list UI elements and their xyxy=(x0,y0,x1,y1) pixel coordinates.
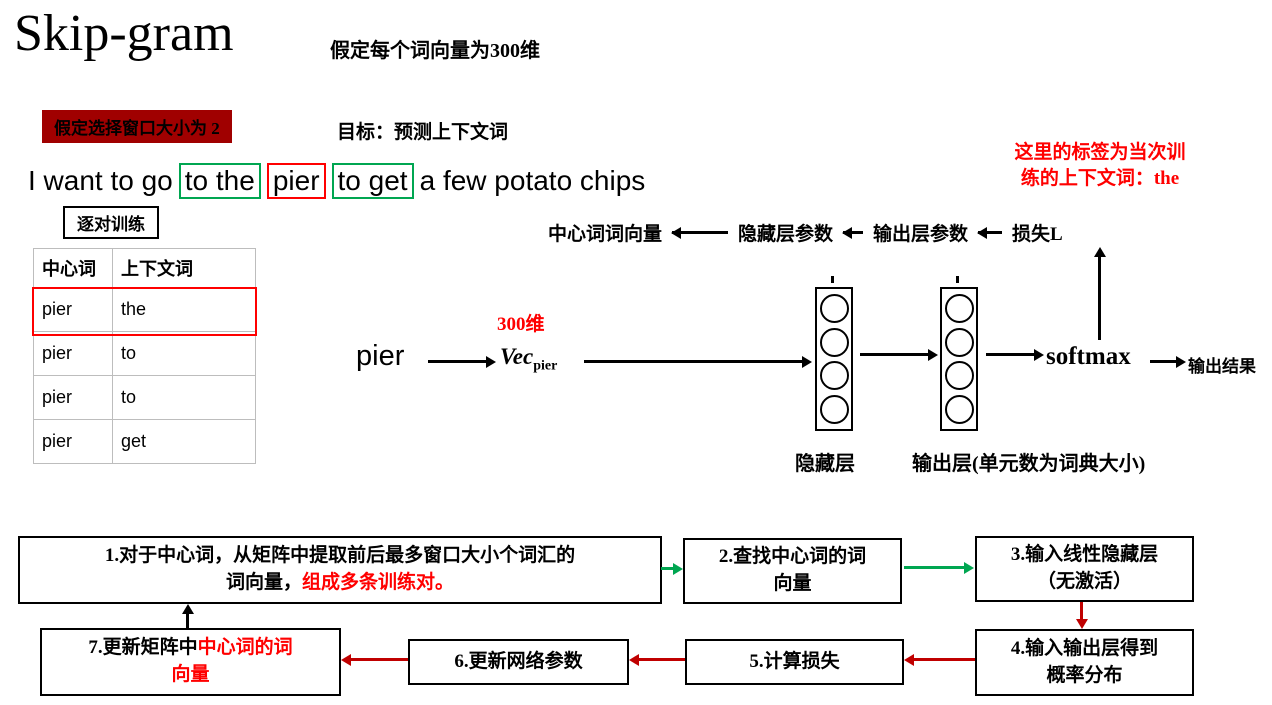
flow-step-2: 2.查找中心词的词 向量 xyxy=(683,538,902,604)
chain-item-center-vector: 中心词词向量 xyxy=(548,224,663,245)
table-row: pier to xyxy=(33,375,256,420)
training-pairs-table: 中心词 上下文词 pier the pier to pier to pier g… xyxy=(33,248,256,464)
arrow-output-to-softmax xyxy=(986,353,1034,356)
vec-subscript: pier xyxy=(533,358,558,374)
arrow-softmax-to-loss xyxy=(1098,256,1101,340)
neuron-circle xyxy=(819,327,849,357)
flow-step-7: 7.更新矩阵中中心词的词 向量 xyxy=(40,628,341,696)
vector-dim-label: 300维 xyxy=(497,314,545,335)
vec-symbol: Vec xyxy=(500,344,534,369)
arrow-step7-to-step1 xyxy=(186,613,189,628)
ellipsis-dot xyxy=(956,276,959,283)
flow-step-7-line1-red: 中心词的词 xyxy=(197,637,293,659)
flow-step-5: 5.计算损失 xyxy=(685,639,904,685)
cell-context-word: to xyxy=(112,331,256,376)
arrow-pier-to-vec xyxy=(428,360,486,363)
table-header-context-word: 上下文词 xyxy=(112,248,256,288)
arrow-vec-to-hidden xyxy=(584,360,802,363)
arrow-step6-to-step7 xyxy=(351,658,408,661)
flow-step-3: 3.输入线性隐藏层 （无激活） xyxy=(975,536,1194,602)
arrow-step5-to-step6 xyxy=(639,658,685,661)
flow-step-7-line2-red: 向量 xyxy=(171,664,210,685)
flow-step-4: 4.输入输出层得到 概率分布 xyxy=(975,629,1194,696)
neuron-circle xyxy=(944,327,974,357)
neuron-circle xyxy=(944,361,974,391)
flow-step-1-line2-red: 组成多条训练对。 xyxy=(302,572,455,593)
softmax-label: softmax xyxy=(1046,343,1131,370)
training-label-note: 这里的标签为当次训 练的上下文词：the xyxy=(972,140,1228,191)
output-layer-label: 输出层(单元数为词典大小) xyxy=(912,453,1146,475)
cell-center-word: pier xyxy=(33,331,113,376)
center-word-box: pier xyxy=(266,163,326,199)
cell-center-word: pier xyxy=(33,375,113,420)
vector-dim-subtitle: 假定每个词向量为300维 xyxy=(330,40,540,62)
pair-training-label: 逐对训练 xyxy=(63,206,159,239)
cell-center-word: pier xyxy=(33,287,113,332)
flow-step-1-line2: 词向量，组成多条训练对。 xyxy=(226,570,454,597)
example-sentence: I want to go to the pier to get a few po… xyxy=(28,163,645,199)
flow-step-4-line1: 4.输入输出层得到 xyxy=(1010,637,1159,659)
input-word: pier xyxy=(356,340,405,372)
left-arrow-icon xyxy=(978,231,1003,234)
arrow-softmax-to-result xyxy=(1150,360,1176,363)
table-row: pier the xyxy=(33,287,256,332)
arrow-step1-to-step2 xyxy=(661,567,673,570)
hidden-layer-label: 隐藏层 xyxy=(795,453,855,475)
flow-step-7-line1: 7.更新矩阵中中心词的词 xyxy=(88,635,292,662)
neuron-circle xyxy=(819,395,849,425)
cell-context-word: the xyxy=(112,287,256,332)
neuron-circle xyxy=(819,293,849,323)
chain-item-hidden-params: 隐藏层参数 xyxy=(738,224,834,245)
backprop-chain: 中心词词向量 隐藏层参数 输出层参数 损失L xyxy=(548,219,1063,246)
flow-step-6-text: 6.更新网络参数 xyxy=(454,650,583,672)
left-arrow-icon xyxy=(843,231,864,234)
page-title: Skip-gram xyxy=(14,5,234,62)
arrow-step3-to-step4 xyxy=(1080,602,1083,620)
flow-step-1-line2-black: 词向量， xyxy=(225,572,302,593)
output-layer-rect xyxy=(940,287,978,431)
flow-step-1: 1.对于中心词，从矩阵中提取前后最多窗口大小个词汇的 词向量，组成多条训练对。 xyxy=(18,536,662,604)
flow-step-2-line2: 向量 xyxy=(773,573,812,594)
hidden-layer-rect xyxy=(815,287,853,431)
context-window-left-box: to the xyxy=(178,163,261,199)
sentence-pre: I want to go xyxy=(28,165,173,196)
flow-step-3-line1: 3.输入线性隐藏层 xyxy=(1010,544,1159,566)
table-header-center-word: 中心词 xyxy=(33,248,113,288)
neuron-circle xyxy=(944,293,974,323)
cell-context-word: get xyxy=(112,419,256,464)
cell-center-word: pier xyxy=(33,419,113,464)
flow-step-2-line1: 2.查找中心词的词 xyxy=(718,546,867,568)
left-arrow-icon xyxy=(672,231,729,234)
table-header-row: 中心词 上下文词 xyxy=(33,248,256,288)
chain-item-output-params: 输出层参数 xyxy=(873,224,969,245)
ellipsis-dot xyxy=(831,276,834,283)
flow-step-4-line2: 概率分布 xyxy=(1046,664,1123,686)
arrow-step2-to-step3 xyxy=(904,566,964,569)
flow-step-5-text: 5.计算损失 xyxy=(749,650,840,672)
training-label-note-line2: 练的上下文词：the xyxy=(1020,167,1180,189)
neuron-circle xyxy=(819,361,849,391)
context-window-right-box: to get xyxy=(331,163,414,199)
table-row: pier to xyxy=(33,331,256,376)
vec-pier-label: Vecpier xyxy=(500,344,557,375)
chain-item-loss: 损失L xyxy=(1012,224,1063,245)
output-result-label: 输出结果 xyxy=(1188,357,1256,376)
goal-text: 目标：预测上下文词 xyxy=(337,122,509,143)
cell-context-word: to xyxy=(112,375,256,420)
arrow-hidden-to-output xyxy=(860,353,928,356)
training-label-note-line1: 这里的标签为当次训 xyxy=(1014,142,1186,163)
flow-step-3-line2: （无激活） xyxy=(1036,571,1132,592)
arrow-step4-to-step5 xyxy=(914,658,975,661)
flow-step-7-line1-black: 7.更新矩阵中 xyxy=(88,637,198,659)
neuron-circle xyxy=(944,395,974,425)
flow-step-1-line1: 1.对于中心词，从矩阵中提取前后最多窗口大小个词汇的 xyxy=(104,545,576,567)
flow-step-6: 6.更新网络参数 xyxy=(408,639,629,685)
table-row: pier get xyxy=(33,419,256,464)
window-size-note: 假定选择窗口大小为 2 xyxy=(42,110,232,143)
sentence-post: a few potato chips xyxy=(419,165,646,196)
